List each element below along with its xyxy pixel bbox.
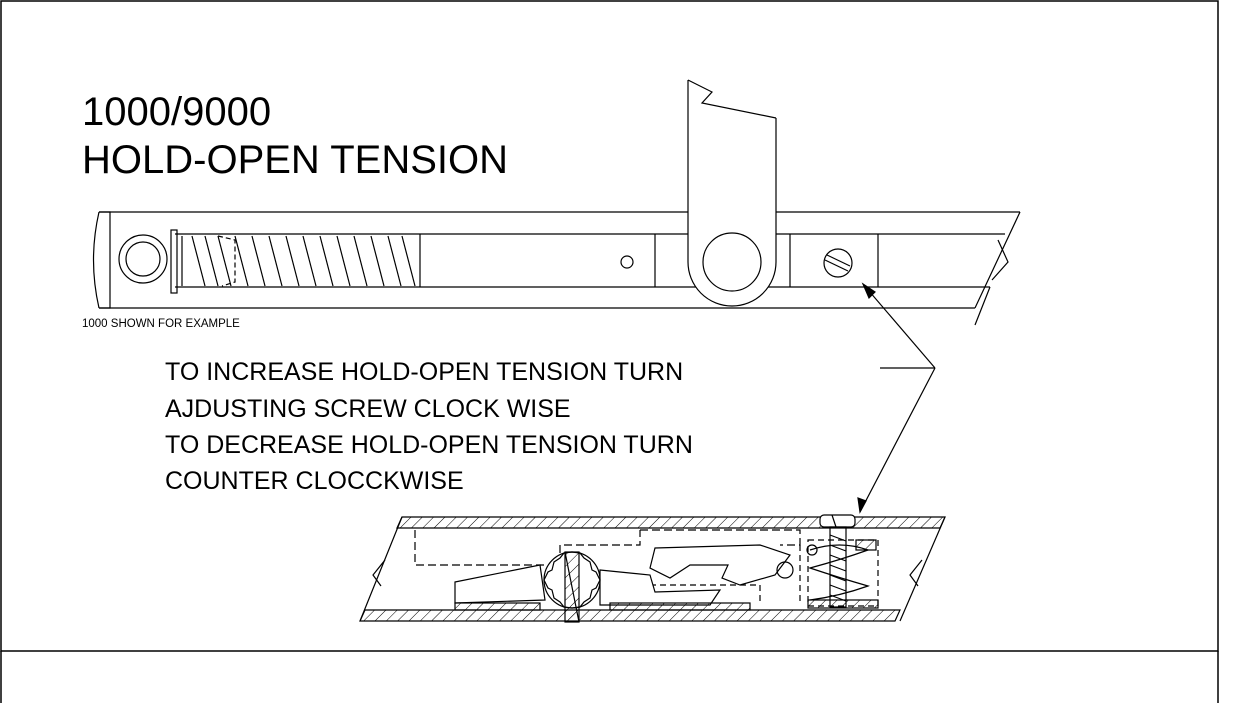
closer-arm-top-view [92,211,1021,326]
adjusting-screw-section [807,514,879,609]
title-line-2: HOLD-OPEN TENSION [82,138,508,182]
instruction-line-1: TO INCREASE HOLD-OPEN TENSION TURN [165,358,684,386]
sheet-border [0,0,1219,703]
closer-section-view [359,514,946,623]
leader-lines [857,282,936,514]
adjusting-screw-top [823,248,853,278]
pivot-eye [118,234,168,284]
spring [181,235,416,287]
figure-caption: 1000 SHOWN FOR EXAMPLE [82,318,240,330]
instruction-line-3: TO DECREASE HOLD-OPEN TENSION TURN [165,431,693,459]
gear-wheel [543,551,601,623]
title-line-1: 1000/9000 [82,90,272,134]
instruction-line-2: AJDUSTING SCREW CLOCK WISE [165,395,571,423]
instruction-line-4: COUNTER CLOCCKWISE [165,467,464,495]
door-arm [687,79,777,307]
